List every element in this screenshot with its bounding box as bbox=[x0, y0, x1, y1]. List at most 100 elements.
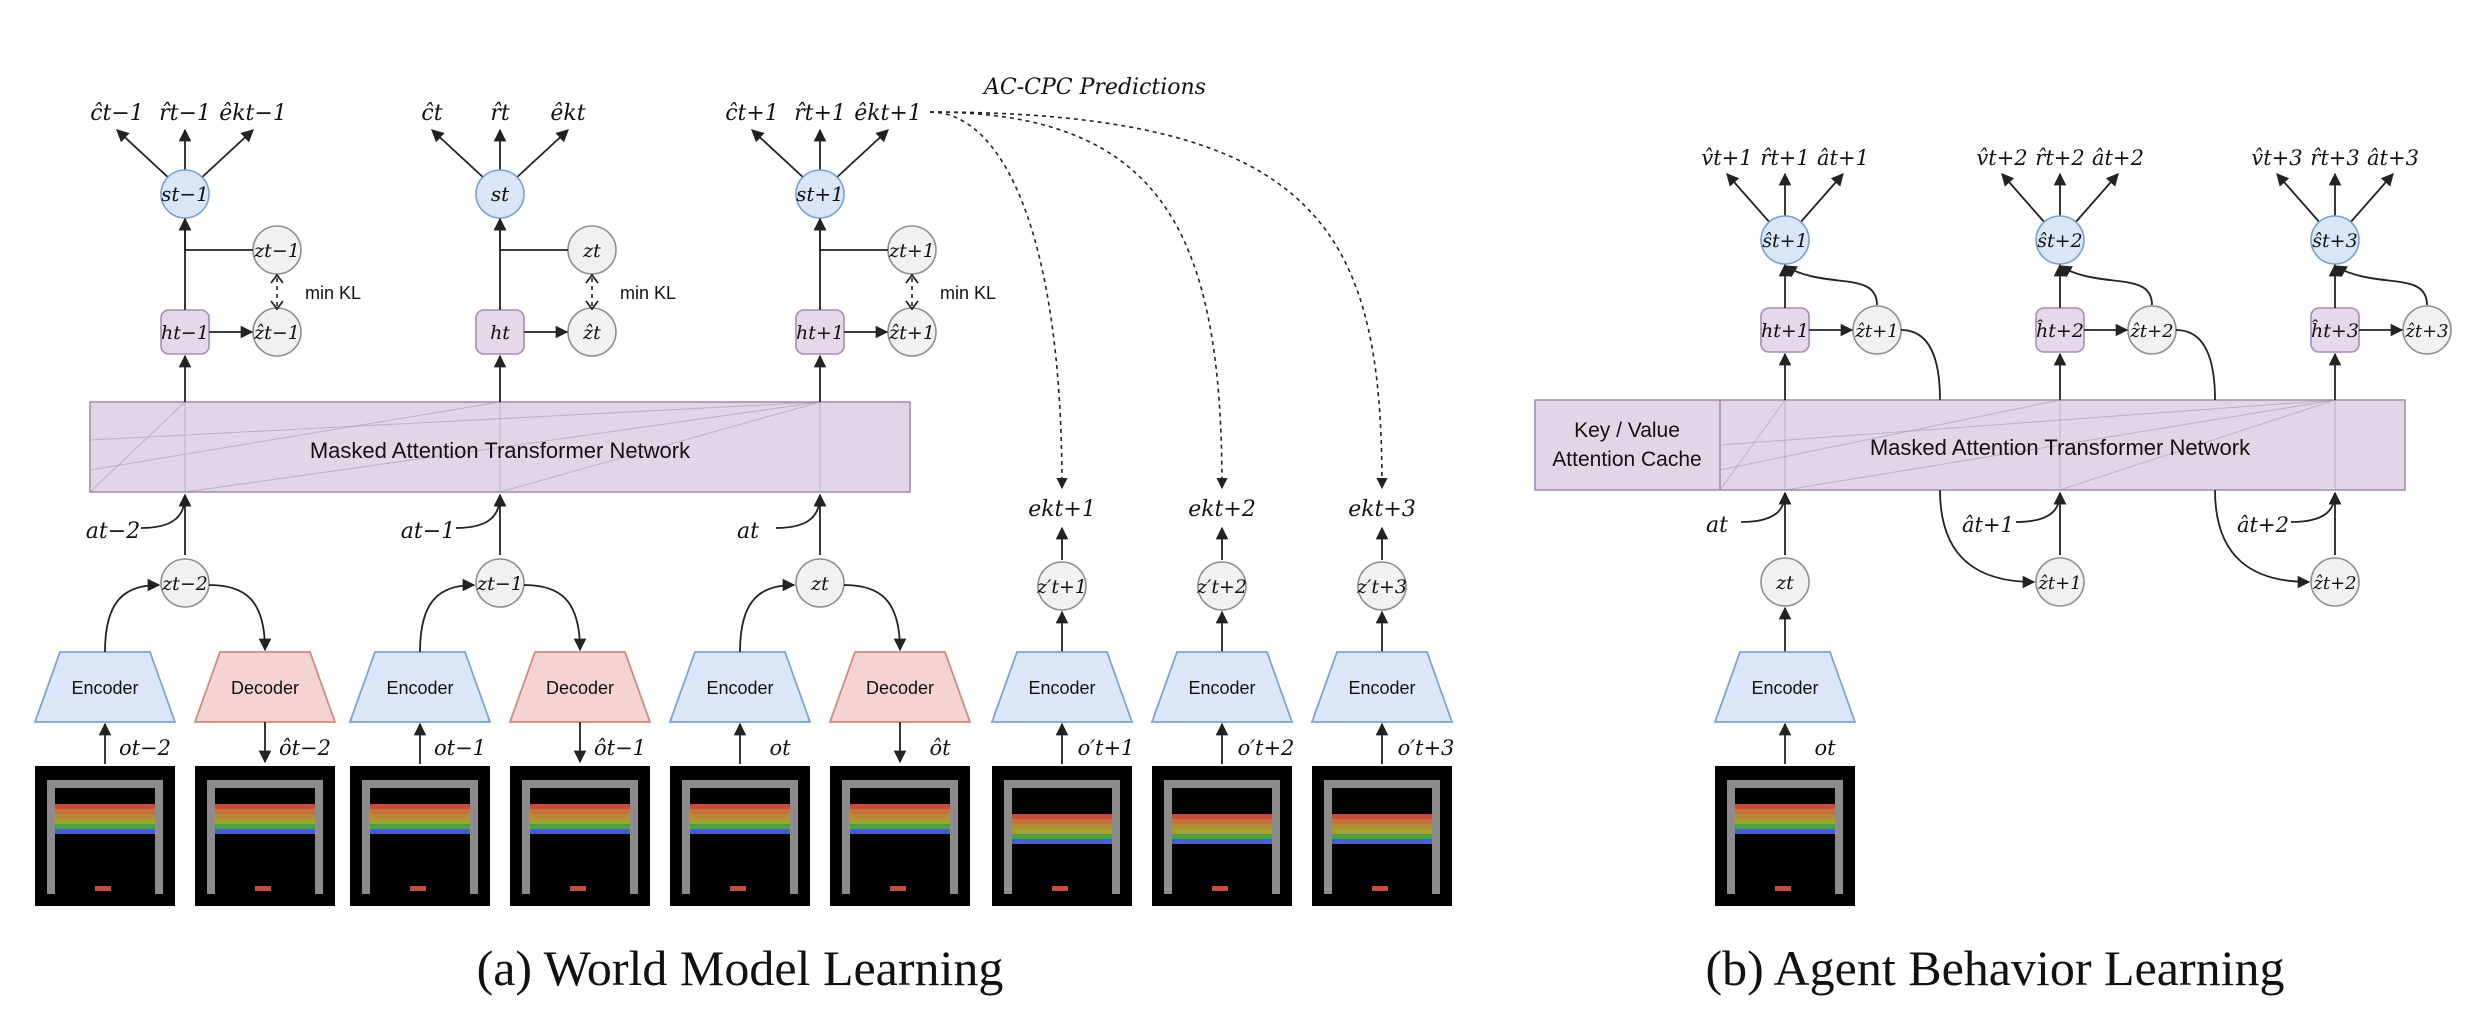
z-to-state-arrow bbox=[493, 217, 568, 251]
z-to-state-arrow bbox=[178, 217, 253, 251]
brick-row bbox=[370, 819, 470, 824]
game-frame-bg bbox=[830, 766, 970, 906]
brick-row bbox=[1735, 829, 1835, 834]
brick-row bbox=[530, 809, 630, 814]
target-encoder-block bbox=[1310, 651, 1454, 723]
decoder-label: Decoder bbox=[866, 678, 934, 698]
paddle bbox=[890, 886, 906, 891]
action-hat-label: ât+1 bbox=[1817, 146, 1869, 170]
e-hat-label: êkt bbox=[550, 101, 585, 126]
game-frame-bg bbox=[35, 766, 175, 906]
imagined-state-label: ŝt+1 bbox=[1762, 230, 1807, 252]
e-hat-label: êkt−1 bbox=[219, 101, 287, 126]
head-arrow-v bbox=[2276, 173, 2322, 225]
zhat-label: ẑt+1 bbox=[888, 322, 935, 344]
paddle bbox=[1212, 886, 1228, 891]
action-arrow bbox=[140, 493, 192, 529]
z-to-state-arrow bbox=[813, 217, 888, 251]
state-label: st bbox=[491, 182, 510, 206]
brick-row bbox=[215, 809, 315, 814]
latent-z-node bbox=[795, 558, 845, 608]
frame-left-wall bbox=[1324, 780, 1332, 894]
imagined-state-label: ŝt+3 bbox=[2312, 230, 2357, 252]
imagined-z-to-state-arrow bbox=[1783, 265, 1878, 306]
kl-arrow-up bbox=[270, 273, 284, 284]
kl-arrow-down bbox=[905, 300, 919, 311]
encoder-label: Encoder bbox=[706, 678, 773, 698]
brick-row bbox=[215, 804, 315, 809]
imagined-z-label: ẑt+1 bbox=[1854, 321, 1898, 342]
encoder-label: Encoder bbox=[71, 678, 138, 698]
brick-row bbox=[215, 829, 315, 834]
brick-row bbox=[55, 809, 155, 814]
brick-row bbox=[370, 804, 470, 809]
caption-agent-behavior: (b) Agent Behavior Learning bbox=[1706, 940, 2285, 996]
encoder-to-z-arrow bbox=[104, 578, 161, 653]
imagined-z-to-state-arrow bbox=[2333, 265, 2428, 306]
z-label: zt bbox=[582, 240, 601, 262]
cpc-prediction-curve bbox=[929, 111, 1388, 490]
r-hat-label: r̂t+1 bbox=[794, 101, 846, 126]
encoder-block bbox=[668, 651, 812, 723]
brick-row bbox=[690, 819, 790, 824]
frame-top-wall bbox=[842, 780, 958, 788]
paddle bbox=[255, 886, 271, 891]
kv-cache-label-2: Attention Cache bbox=[1552, 448, 1701, 471]
imagined-z-to-state-arrow bbox=[2058, 265, 2153, 306]
attention-lines-a bbox=[89, 401, 821, 493]
target-z-label: z′t+1 bbox=[1036, 576, 1087, 598]
target-z-node bbox=[1357, 561, 1407, 611]
encoder-label: Encoder bbox=[386, 678, 453, 698]
brick-row bbox=[1735, 824, 1835, 829]
frame-right-wall bbox=[790, 780, 798, 894]
cpc-prediction-curve bbox=[929, 111, 1068, 490]
action-label: at−2 bbox=[86, 519, 140, 544]
brick-row bbox=[1012, 829, 1112, 834]
head-arrow-a bbox=[2348, 173, 2394, 225]
r-hat-label: r̂t−1 bbox=[159, 101, 211, 126]
cpc-embedding-label: ekt+1 bbox=[1028, 497, 1096, 522]
z-to-decoder-arrow bbox=[208, 584, 272, 652]
transformer-label-a: Masked Attention Transformer Network bbox=[310, 438, 691, 463]
frame-top-wall bbox=[522, 780, 638, 788]
z-to-decoder-arrow bbox=[523, 584, 587, 652]
frame-left-wall bbox=[1164, 780, 1172, 894]
brick-row bbox=[1332, 824, 1432, 829]
brick-row bbox=[55, 804, 155, 809]
frame-top-wall bbox=[682, 780, 798, 788]
frame-right-wall bbox=[1112, 780, 1120, 894]
behavior-z-label: zt bbox=[1775, 572, 1794, 594]
brick-row bbox=[370, 829, 470, 834]
observation-frame bbox=[670, 766, 810, 906]
decoder-block bbox=[508, 651, 652, 723]
frame-top-wall bbox=[1324, 780, 1440, 788]
brick-row bbox=[530, 814, 630, 819]
brick-row bbox=[690, 809, 790, 814]
decoder-label: Decoder bbox=[546, 678, 614, 698]
h-label: ht bbox=[490, 322, 510, 344]
head-arrow-e bbox=[513, 129, 569, 181]
game-frame-bg bbox=[670, 766, 810, 906]
imagined-action-input-arrow bbox=[2290, 491, 2342, 523]
target-z-node bbox=[1037, 561, 1087, 611]
brick-row bbox=[1735, 819, 1835, 824]
brick-row bbox=[1735, 804, 1835, 809]
frame-right-wall bbox=[470, 780, 478, 894]
frame-top-wall bbox=[1004, 780, 1120, 788]
paddle bbox=[1372, 886, 1388, 891]
behavior-frame bbox=[1715, 766, 1855, 906]
target-z-node bbox=[1197, 561, 1247, 611]
imagined-state-label: ŝt+2 bbox=[2037, 230, 2082, 252]
brick-row bbox=[1012, 839, 1112, 844]
brick-row bbox=[1735, 809, 1835, 814]
brick-row bbox=[690, 829, 790, 834]
brick-row bbox=[55, 814, 155, 819]
behavior-action-arrow bbox=[1740, 491, 1792, 523]
paddle bbox=[570, 886, 586, 891]
